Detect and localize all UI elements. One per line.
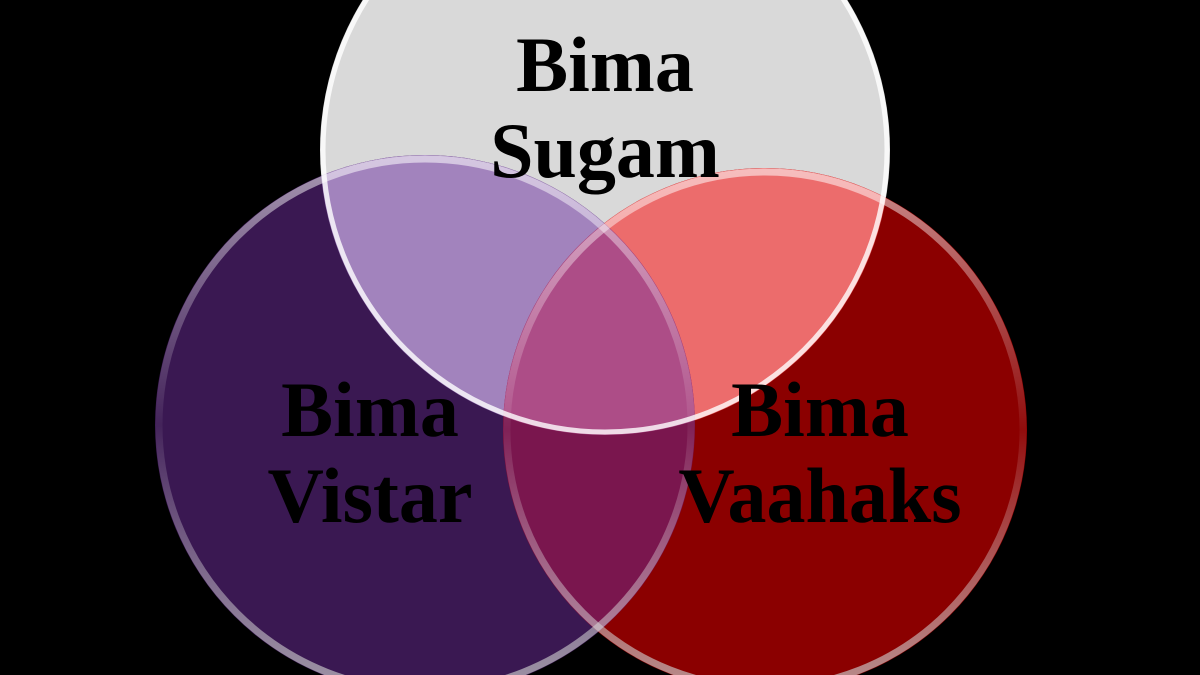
overlap-all-three [503, 168, 695, 435]
label-bima-vistar-line1: Bima [281, 366, 459, 453]
rim-top [320, 0, 890, 435]
label-bima-sugam-line2: Sugam [490, 107, 720, 194]
label-bima-vaahaks-line1: Bima [731, 366, 909, 453]
label-bima-vaahaks-line2: Vaahaks [678, 452, 962, 539]
label-bima-sugam: Bima Sugam [405, 22, 805, 194]
label-bima-vistar-line2: Vistar [267, 452, 473, 539]
label-bima-sugam-line1: Bima [516, 21, 694, 108]
label-bima-vaahaks: Bima Vaahaks [620, 367, 1020, 539]
rim-right [503, 168, 1027, 675]
label-bima-vistar: Bima Vistar [170, 367, 570, 539]
rim-left [155, 155, 695, 675]
